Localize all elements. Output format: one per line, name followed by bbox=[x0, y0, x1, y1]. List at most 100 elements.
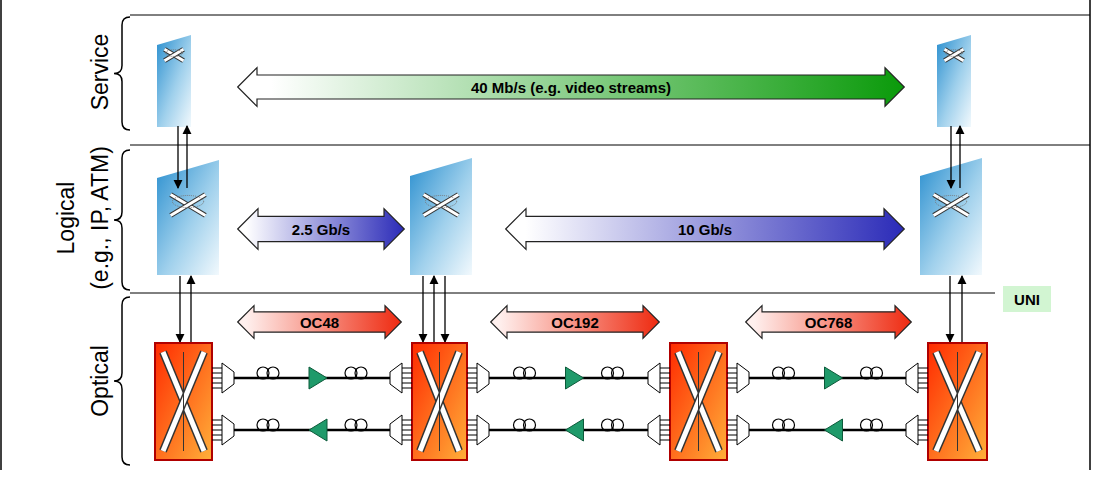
rule-line bbox=[660, 383, 670, 384]
layer-brace bbox=[114, 150, 130, 290]
mux bbox=[737, 363, 749, 393]
lightpath-arrow: OC192 bbox=[490, 305, 660, 339]
rule-line bbox=[212, 368, 222, 369]
rule-line bbox=[934, 195, 969, 216]
rule-line bbox=[402, 430, 412, 431]
fiber-coil bbox=[871, 419, 883, 431]
rule-line bbox=[698, 352, 699, 451]
double-arrow bbox=[238, 68, 905, 107]
rule-line bbox=[171, 195, 206, 216]
switch-panel bbox=[937, 35, 971, 127]
rule-line bbox=[467, 383, 477, 384]
switch-disc bbox=[172, 195, 203, 207]
rule-line bbox=[918, 420, 928, 421]
rule-line bbox=[163, 352, 204, 451]
rule-line bbox=[727, 420, 737, 421]
rule-line bbox=[727, 378, 737, 379]
rule-line bbox=[660, 425, 670, 426]
switch-panel bbox=[157, 160, 219, 275]
layer-label: Service bbox=[87, 34, 114, 111]
mux bbox=[477, 415, 489, 445]
fiber-coil bbox=[524, 367, 536, 379]
amplifier bbox=[566, 367, 584, 389]
arrow-label: OC48 bbox=[300, 314, 339, 331]
rule-line bbox=[727, 435, 737, 436]
rule-line bbox=[660, 430, 670, 431]
rule-line bbox=[727, 430, 737, 431]
rule-line bbox=[918, 425, 928, 426]
rule-line bbox=[727, 425, 737, 426]
rule-line bbox=[183, 352, 184, 451]
rule-line bbox=[212, 440, 222, 441]
double-arrow bbox=[506, 209, 905, 250]
cross-connect bbox=[670, 343, 727, 460]
switch-disc bbox=[945, 50, 962, 57]
switch-disc bbox=[165, 50, 182, 57]
fiber-coil bbox=[783, 367, 795, 379]
amplifier bbox=[825, 419, 843, 441]
fiber-coil bbox=[871, 367, 883, 379]
rule-line bbox=[212, 383, 222, 384]
rule-line bbox=[130, 145, 1090, 146]
rule-line bbox=[918, 368, 928, 369]
rule-line bbox=[164, 49, 183, 60]
rule-line bbox=[212, 388, 222, 389]
rule-line bbox=[918, 373, 928, 374]
rule-line bbox=[660, 435, 670, 436]
arrow-label: 40 Mb/s (e.g. video streams) bbox=[471, 79, 671, 96]
demux bbox=[390, 415, 402, 445]
rule-line bbox=[660, 368, 670, 369]
rule-line bbox=[171, 195, 206, 216]
amplifier bbox=[309, 367, 327, 389]
rule-line bbox=[727, 440, 737, 441]
rule-line bbox=[936, 352, 979, 451]
rule-line bbox=[467, 388, 477, 389]
flow-arrow: 2.5 Gb/s bbox=[237, 208, 405, 250]
arrow-label: 2.5 Gb/s bbox=[292, 221, 350, 238]
layer-brace bbox=[114, 297, 130, 465]
layer-arrow bbox=[959, 126, 960, 188]
flow-arrow: 10 Gb/s bbox=[505, 208, 905, 250]
rule-line bbox=[934, 195, 969, 216]
rule-line bbox=[467, 420, 477, 421]
rule-line bbox=[402, 420, 412, 421]
rule-line bbox=[402, 435, 412, 436]
demux bbox=[906, 415, 918, 445]
rule-line bbox=[163, 352, 204, 451]
rule-line bbox=[918, 440, 928, 441]
rule-line bbox=[212, 430, 222, 431]
rule-line bbox=[678, 352, 719, 451]
rule-line bbox=[0, 0, 2, 470]
layer-arrow bbox=[190, 276, 191, 342]
rule-line bbox=[130, 15, 1090, 16]
rule-line bbox=[467, 373, 477, 374]
demux bbox=[906, 363, 918, 393]
rule-line bbox=[420, 352, 459, 451]
double-arrow bbox=[238, 306, 402, 339]
demux bbox=[648, 363, 660, 393]
rule-line bbox=[944, 49, 963, 60]
fiber-coil bbox=[355, 419, 367, 431]
rule-line bbox=[212, 435, 222, 436]
amplifier bbox=[566, 419, 584, 441]
arrow-label: OC192 bbox=[551, 314, 599, 331]
rule-line bbox=[424, 195, 459, 216]
rule-line bbox=[467, 368, 477, 369]
switch-panel bbox=[410, 158, 472, 275]
rule-line bbox=[130, 293, 995, 294]
rule-line bbox=[918, 435, 928, 436]
rule-line bbox=[918, 388, 928, 389]
rule-line bbox=[402, 368, 412, 369]
rule-line bbox=[936, 352, 979, 451]
layer-arrow bbox=[177, 126, 178, 188]
layer-brace bbox=[114, 17, 130, 130]
tag-fill bbox=[1003, 286, 1051, 312]
rule-line bbox=[660, 420, 670, 421]
rule-line bbox=[660, 388, 670, 389]
rule-line bbox=[467, 425, 477, 426]
rule-line bbox=[727, 388, 737, 389]
rule-line bbox=[678, 352, 719, 451]
layer-arrow bbox=[433, 276, 434, 342]
arrow-label: OC768 bbox=[805, 314, 853, 331]
